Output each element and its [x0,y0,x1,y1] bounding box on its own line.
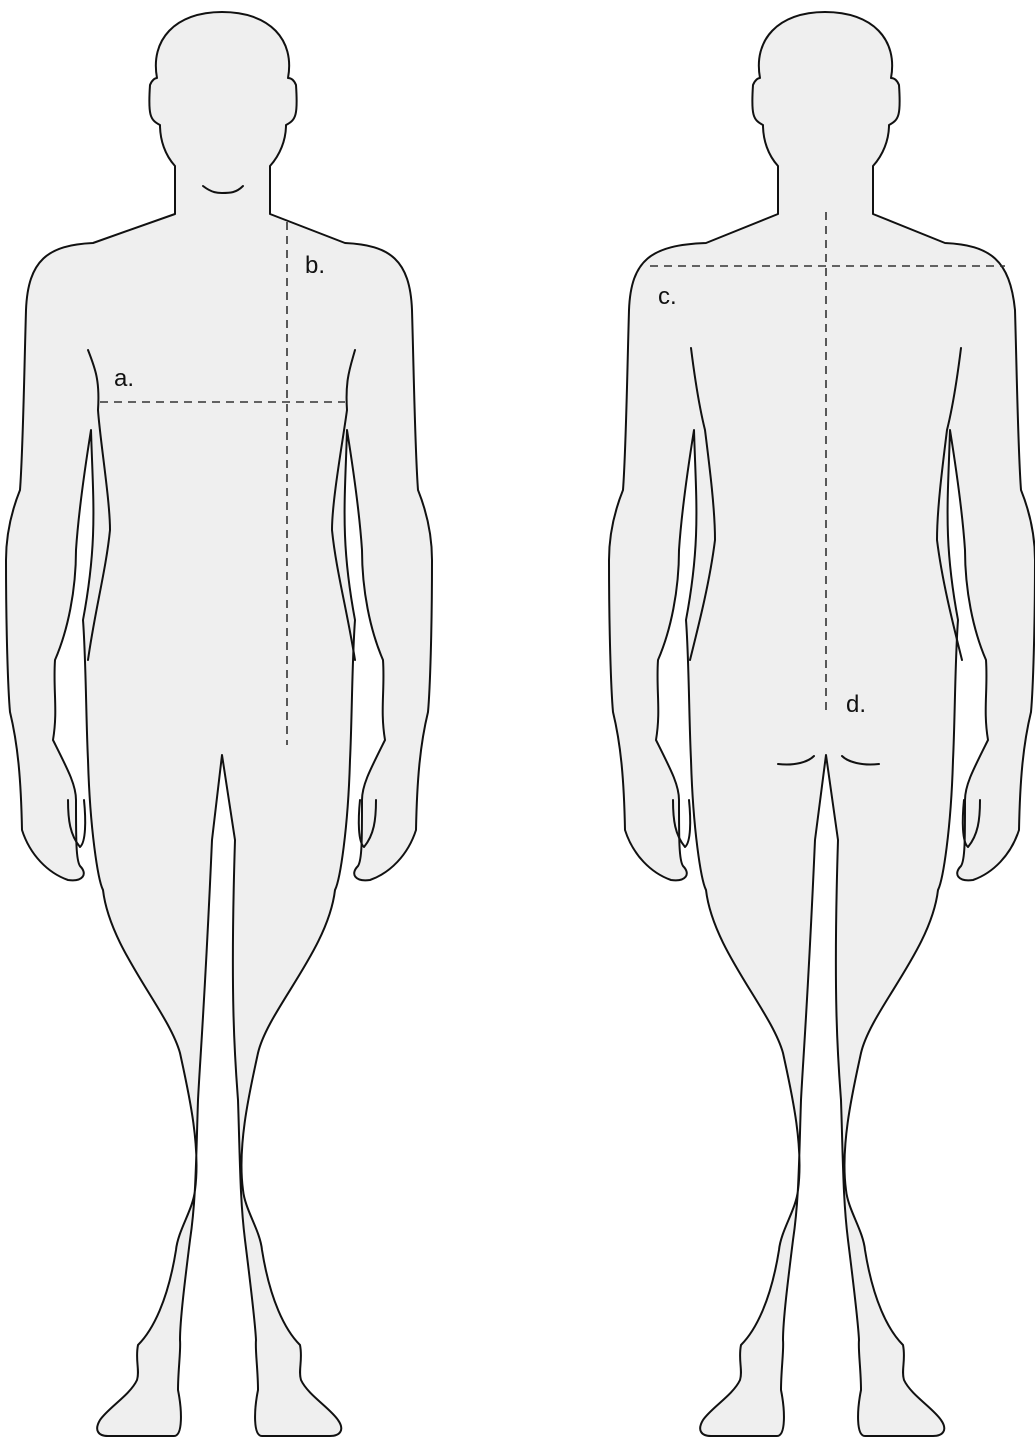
label-a: a. [114,365,134,392]
label-c: c. [658,283,677,310]
back-body-outline [609,12,1035,1436]
front-body-outline [6,12,432,1436]
label-d: d. [846,691,866,718]
label-b: b. [305,252,325,279]
back-figure [609,12,1035,1436]
front-figure [6,12,432,1436]
